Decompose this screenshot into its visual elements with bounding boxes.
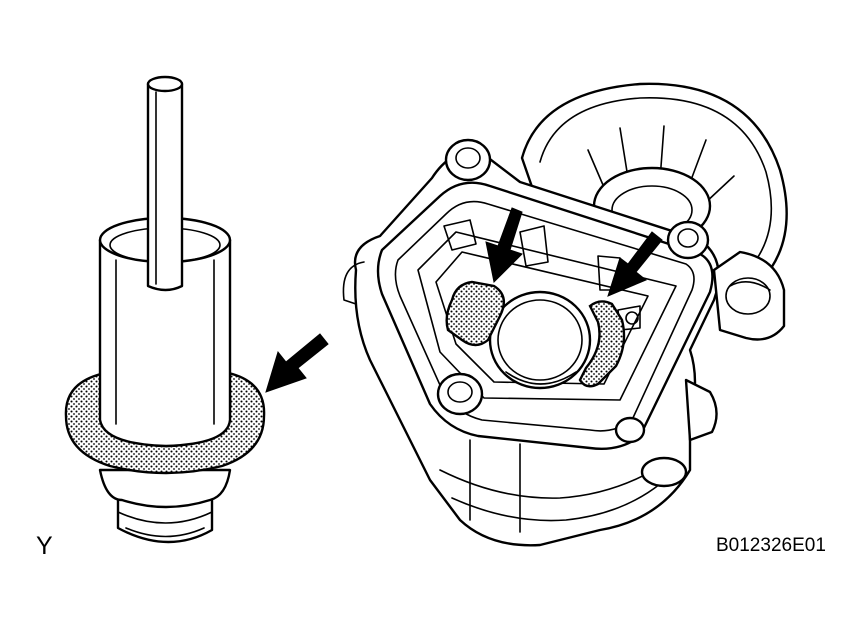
seal-installer-tool xyxy=(64,75,266,544)
gasket-left xyxy=(445,280,506,347)
tool-rod xyxy=(146,82,184,292)
central-bore xyxy=(488,290,592,390)
arrow-to-gasket-left xyxy=(485,207,523,284)
view-label: Y xyxy=(36,532,53,560)
arrow-to-gasket-right xyxy=(607,231,663,297)
arrow-to-gasket xyxy=(265,333,329,393)
tool-sleeve xyxy=(98,238,232,448)
motor-housing xyxy=(342,82,788,547)
figure-code: B012326E01 xyxy=(716,535,826,556)
gasket-right xyxy=(578,300,626,388)
